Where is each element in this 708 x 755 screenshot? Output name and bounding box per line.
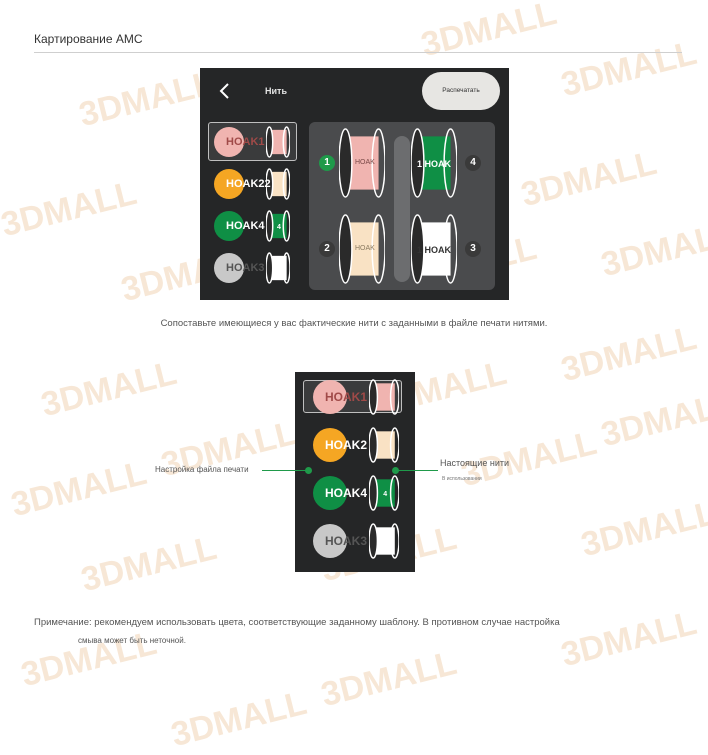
ams-slot-2[interactable]: HOAK 2	[319, 214, 389, 284]
filament-label: HOAK3	[226, 261, 265, 274]
filament-label: HOAK3	[325, 534, 368, 548]
mini-spool	[368, 523, 400, 564]
actual-filaments-label: Настоящие нити	[440, 458, 509, 468]
filament-row-hoak3[interactable]: HOAK3	[208, 248, 298, 288]
ams-slot-1[interactable]: HOAK 1	[319, 128, 389, 198]
filament-row-hoak4[interactable]: 4 HOAK4	[208, 206, 298, 246]
mini-spool	[265, 252, 291, 289]
callout-dot-right	[392, 467, 399, 474]
filament-label: HOAK2	[325, 438, 368, 452]
filament-row-hoak2[interactable]: HOAK2	[303, 427, 403, 463]
screen-title: Нить	[265, 86, 287, 96]
mini-spool	[368, 427, 400, 468]
title-divider	[34, 52, 682, 53]
watermark-logo: 3DMALL	[417, 0, 561, 65]
filament-row-hoak4[interactable]: 4 HOAK4	[303, 475, 403, 511]
filament-row-hoak1[interactable]: HOAK1	[303, 379, 403, 415]
filament-row-hoak3[interactable]: HOAK3	[303, 523, 403, 559]
mini-spool	[368, 379, 400, 420]
watermark-logo: 3DMALL	[157, 413, 301, 485]
spool-icon	[338, 214, 386, 284]
watermark-logo: 3DMALL	[317, 643, 461, 715]
filament-color-swatch	[313, 380, 347, 414]
back-button[interactable]	[216, 82, 232, 100]
note-line-2: смыва может быть неточной.	[78, 636, 186, 645]
filament-label: HOAK1	[325, 390, 368, 404]
watermark-logo: 3DMALL	[517, 143, 661, 215]
spool-icon	[265, 126, 291, 158]
filament-row-hoak1[interactable]: HOAK1	[208, 122, 298, 162]
filament-color-swatch	[214, 127, 244, 157]
print-button[interactable]: Распечатать	[422, 72, 500, 110]
watermark-logo: 3DMALL	[75, 63, 219, 135]
watermark-logo: 3DMALL	[37, 353, 181, 425]
filament-color-swatch	[313, 476, 347, 510]
slot-number-badge: 1	[319, 155, 335, 171]
mini-spool	[265, 126, 291, 163]
spool-icon	[368, 379, 400, 415]
caption: Сопоставьте имеющиеся у вас фактические …	[160, 318, 548, 329]
spool-icon: 4	[368, 475, 400, 511]
watermark-logo: 3DMALL	[557, 318, 701, 390]
spool-icon: 4	[265, 210, 291, 242]
watermark-logo: 3DMALL	[17, 623, 161, 695]
watermark-logo: 3DMALL	[597, 213, 708, 285]
spool-icon	[265, 252, 291, 284]
note-line-1: Примечание: рекомендуем использовать цве…	[34, 617, 560, 628]
spool-label: 4	[277, 224, 281, 231]
slot-filament-label: HOAK	[355, 159, 375, 166]
watermark-logo: 3DMALL	[7, 453, 151, 525]
filament-row-hoak22[interactable]: HOAK22	[208, 164, 298, 204]
watermark-logo: 3DMALL	[557, 603, 701, 675]
watermark-logo: 3DMALL	[167, 683, 311, 755]
chevron-left-icon	[219, 83, 229, 99]
filament-color-swatch	[214, 253, 244, 283]
filament-color-swatch	[214, 169, 244, 199]
ams-slot-3[interactable]: 1 HOAK 3	[410, 214, 481, 284]
slot-number-badge: 4	[465, 155, 481, 171]
slot-filament-label: HOAK	[355, 245, 375, 252]
ams-slot-4[interactable]: 1 HOAK 4	[410, 128, 481, 198]
spool-icon	[410, 128, 458, 198]
watermark-logo: 3DMALL	[577, 493, 708, 565]
slot-filament-label: 1 HOAK	[417, 159, 452, 169]
spool-icon	[368, 427, 400, 463]
watermark-logo: 3DMALL	[0, 173, 141, 245]
watermark-logo: 3DMALL	[597, 383, 708, 455]
watermark-logo: 3DMALL	[77, 528, 221, 600]
slot-number-badge: 3	[465, 241, 481, 257]
filament-color-swatch	[214, 211, 244, 241]
mini-spool: 4	[368, 475, 400, 516]
in-use-label: В использовании	[442, 476, 482, 482]
print-file-settings-label: Настройка файла печати	[155, 465, 249, 474]
filament-color-swatch	[313, 524, 347, 558]
filament-label: HOAK1	[226, 135, 265, 148]
filament-label: HOAK22	[226, 177, 271, 190]
mini-spool: 4	[265, 210, 291, 247]
spool-icon	[338, 128, 386, 198]
filament-label: HOAK4	[226, 219, 265, 232]
watermark-logo: 3DMALL	[557, 33, 701, 105]
spool-icon	[368, 523, 400, 559]
page-title: Картирование АМС	[34, 32, 143, 46]
callout-line-right	[396, 470, 438, 471]
slot-filament-label: 1 HOAK	[417, 245, 452, 255]
callout-dot-left	[305, 467, 312, 474]
spool-icon	[410, 214, 458, 284]
callout-line-left	[262, 470, 310, 471]
slot-number-badge: 2	[319, 241, 335, 257]
filament-color-swatch	[313, 428, 347, 462]
panel-divider	[394, 136, 410, 282]
filament-label: HOAK4	[325, 486, 368, 500]
spool-label: 4	[383, 491, 387, 498]
